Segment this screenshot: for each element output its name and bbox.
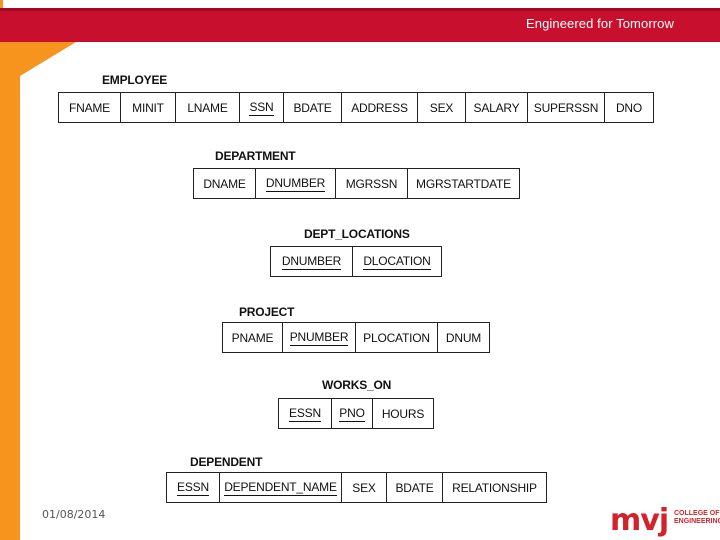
logo-name-line1: COLLEGE OF (674, 510, 720, 517)
employee-attr-salary: SALARY (466, 93, 528, 122)
works-on-title: WORKS_ON (322, 378, 392, 392)
department-attr-dname: DNAME (194, 169, 256, 198)
logo-name-line2: ENGINEERING (674, 518, 720, 525)
employee-attr-sex: SEX (418, 93, 466, 122)
dependent-title: DEPENDENT (190, 455, 263, 469)
dept-locations-attr-dlocation-key: DLOCATION (363, 253, 431, 270)
college-logo: mvj COLLEGE OF ENGINEERING (610, 504, 720, 540)
employee-attr-minit: MINIT (121, 93, 176, 122)
employee-attr-address: ADDRESS (342, 93, 418, 122)
logo-mark: mvj (610, 503, 669, 538)
dept-locations-relation: DNUMBER DLOCATION (270, 246, 442, 277)
accent-wedge (20, 42, 76, 76)
works-on-attr-essn-key: ESSN (279, 399, 332, 428)
employee-attr-lname: LNAME (176, 93, 240, 122)
side-accent-bar (0, 42, 20, 540)
dependent-attr-sex: SEX (342, 473, 387, 502)
logo-name: COLLEGE OF ENGINEERING (674, 510, 720, 526)
department-attr-mgrssn: MGRSSN (336, 169, 408, 198)
project-attr-dnum: DNUM (445, 330, 482, 345)
dependent-attr-bdate: BDATE (387, 473, 443, 502)
project-attr-pnumber-key: PNUMBER (283, 323, 356, 352)
employee-attr-fname: FNAME (59, 93, 121, 122)
header-bar (0, 8, 720, 42)
employee-relation: FNAME MINIT LNAME SSN BDATE ADDRESS SEX … (58, 92, 654, 123)
dependent-attr-dependent-name-key: DEPENDENT_NAME (220, 473, 342, 502)
project-attr-plocation: PLOCATION (356, 323, 438, 352)
dependent-attr-relationship: RELATIONSHIP (452, 480, 537, 495)
dependent-attr-essn-key: ESSN (167, 473, 220, 502)
employee-attr-bdate: BDATE (284, 93, 342, 122)
department-attr-dnumber-key: DNUMBER (256, 169, 336, 198)
department-attr-mgrstartdate: MGRSTARTDATE (416, 176, 511, 191)
employee-attr-ssn-key: SSN (240, 93, 284, 122)
works-on-attr-hours: HOURS (381, 406, 425, 421)
works-on-relation: ESSN PNO HOURS (278, 398, 434, 429)
project-relation: PNAME PNUMBER PLOCATION DNUM (222, 322, 490, 353)
project-title: PROJECT (239, 305, 295, 319)
dept-locations-title: DEPT_LOCATIONS (304, 227, 410, 241)
slide-date: 01/08/2014 (42, 508, 106, 521)
employee-attr-dno: DNO (615, 100, 643, 115)
dept-locations-attr-dnumber-key: DNUMBER (271, 247, 353, 276)
header-tagline: Engineered for Tomorrow (525, 16, 674, 31)
employee-title: EMPLOYEE (102, 73, 168, 87)
project-attr-pname: PNAME (223, 323, 283, 352)
department-title: DEPARTMENT (215, 149, 296, 163)
department-relation: DNAME DNUMBER MGRSSN MGRSTARTDATE (193, 168, 520, 199)
employee-attr-superssn: SUPERSSN (528, 93, 605, 122)
works-on-attr-pno-key: PNO (332, 399, 373, 428)
dependent-relation: ESSN DEPENDENT_NAME SEX BDATE RELATIONSH… (166, 472, 547, 503)
